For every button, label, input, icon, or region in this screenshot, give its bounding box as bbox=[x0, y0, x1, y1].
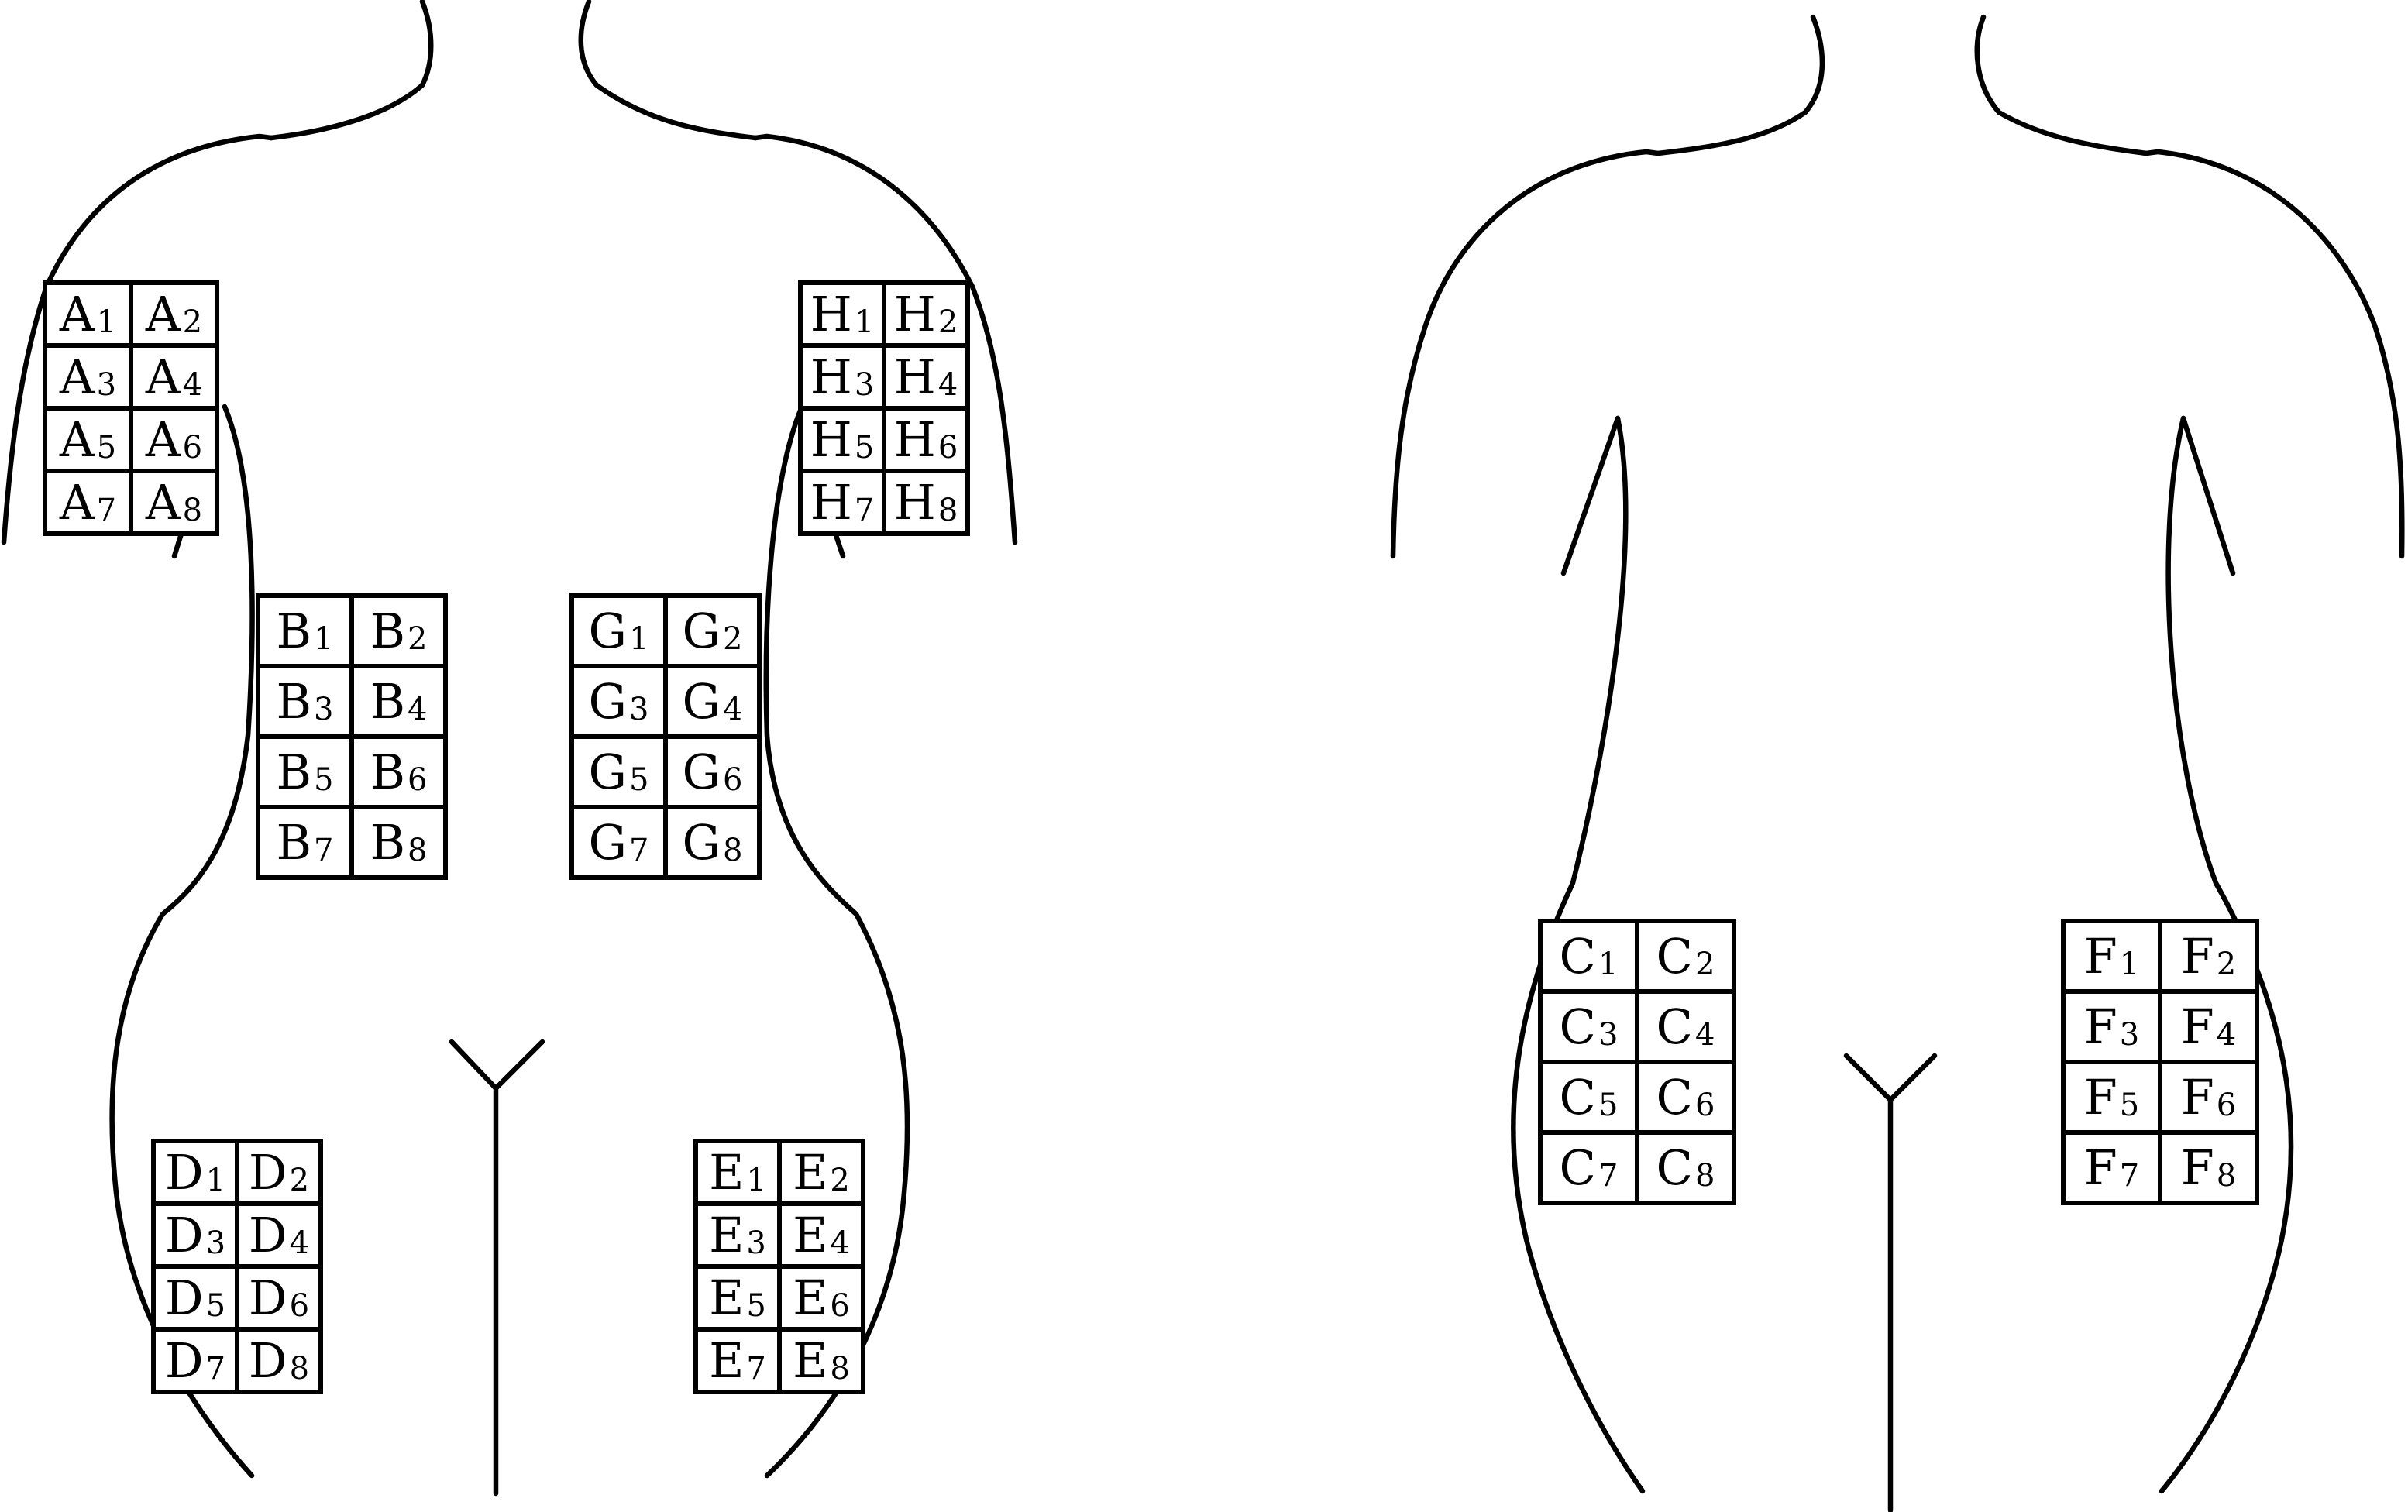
back-left-torso-line bbox=[1511, 415, 1646, 1494]
front-neck-right-line bbox=[578, 0, 759, 141]
front-right-shoulder-arm-line bbox=[752, 133, 1018, 545]
back-neck-right-line bbox=[1974, 14, 2149, 156]
front-crotch-line bbox=[449, 1039, 545, 1497]
back-neck-left-line bbox=[1655, 14, 1825, 156]
back-left-armpit-line bbox=[1560, 415, 1621, 576]
front-right-torso-line bbox=[763, 404, 910, 1479]
back-crotch-line bbox=[1843, 1053, 1938, 1512]
back-right-armpit-line bbox=[2180, 415, 2236, 576]
back-left-shoulder-arm-line bbox=[1390, 149, 1661, 559]
back-right-shoulder-arm-line bbox=[2143, 149, 2405, 559]
back-right-torso-line bbox=[2159, 415, 2294, 1494]
front-neck-left-line bbox=[268, 0, 434, 141]
front-left-torso-line bbox=[109, 404, 255, 1479]
